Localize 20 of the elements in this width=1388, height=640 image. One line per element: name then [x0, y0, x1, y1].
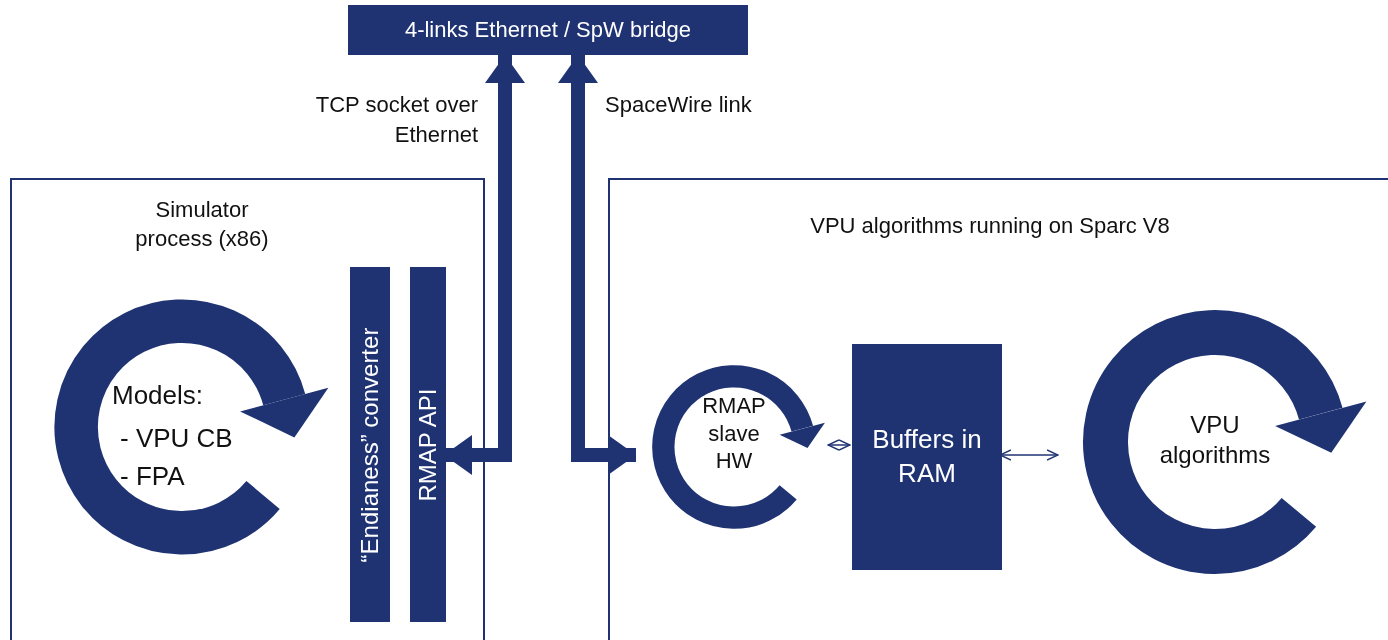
process-label: VPU algorithms — [1158, 410, 1272, 470]
panel-title: Simulator — [154, 196, 250, 224]
edge-label: SpaceWire link — [605, 91, 753, 119]
panel-title: process (x86) — [134, 225, 270, 253]
panel-title: VPU algorithms running on Sparc V8 — [809, 212, 1171, 240]
bridge-box: 4-links Ethernet / SpW bridge — [348, 5, 748, 55]
process-label: RMAP slave HW — [701, 392, 767, 475]
panel — [10, 178, 485, 640]
arrow — [827, 439, 851, 451]
process-label: - FPA — [120, 460, 185, 493]
edge-label: TCP socket over Ethernet — [314, 91, 478, 149]
module-bar — [410, 267, 446, 622]
module-label: “Endianess” converter — [356, 327, 384, 562]
module-bar — [350, 267, 390, 622]
panel — [608, 178, 1388, 640]
memory-block: Buffers in RAM — [852, 344, 1002, 570]
process-label: - VPU CB — [120, 422, 233, 455]
module-label: RMAP API — [414, 388, 442, 501]
process-label: Models: — [112, 379, 204, 412]
thick-arrow — [558, 55, 636, 475]
